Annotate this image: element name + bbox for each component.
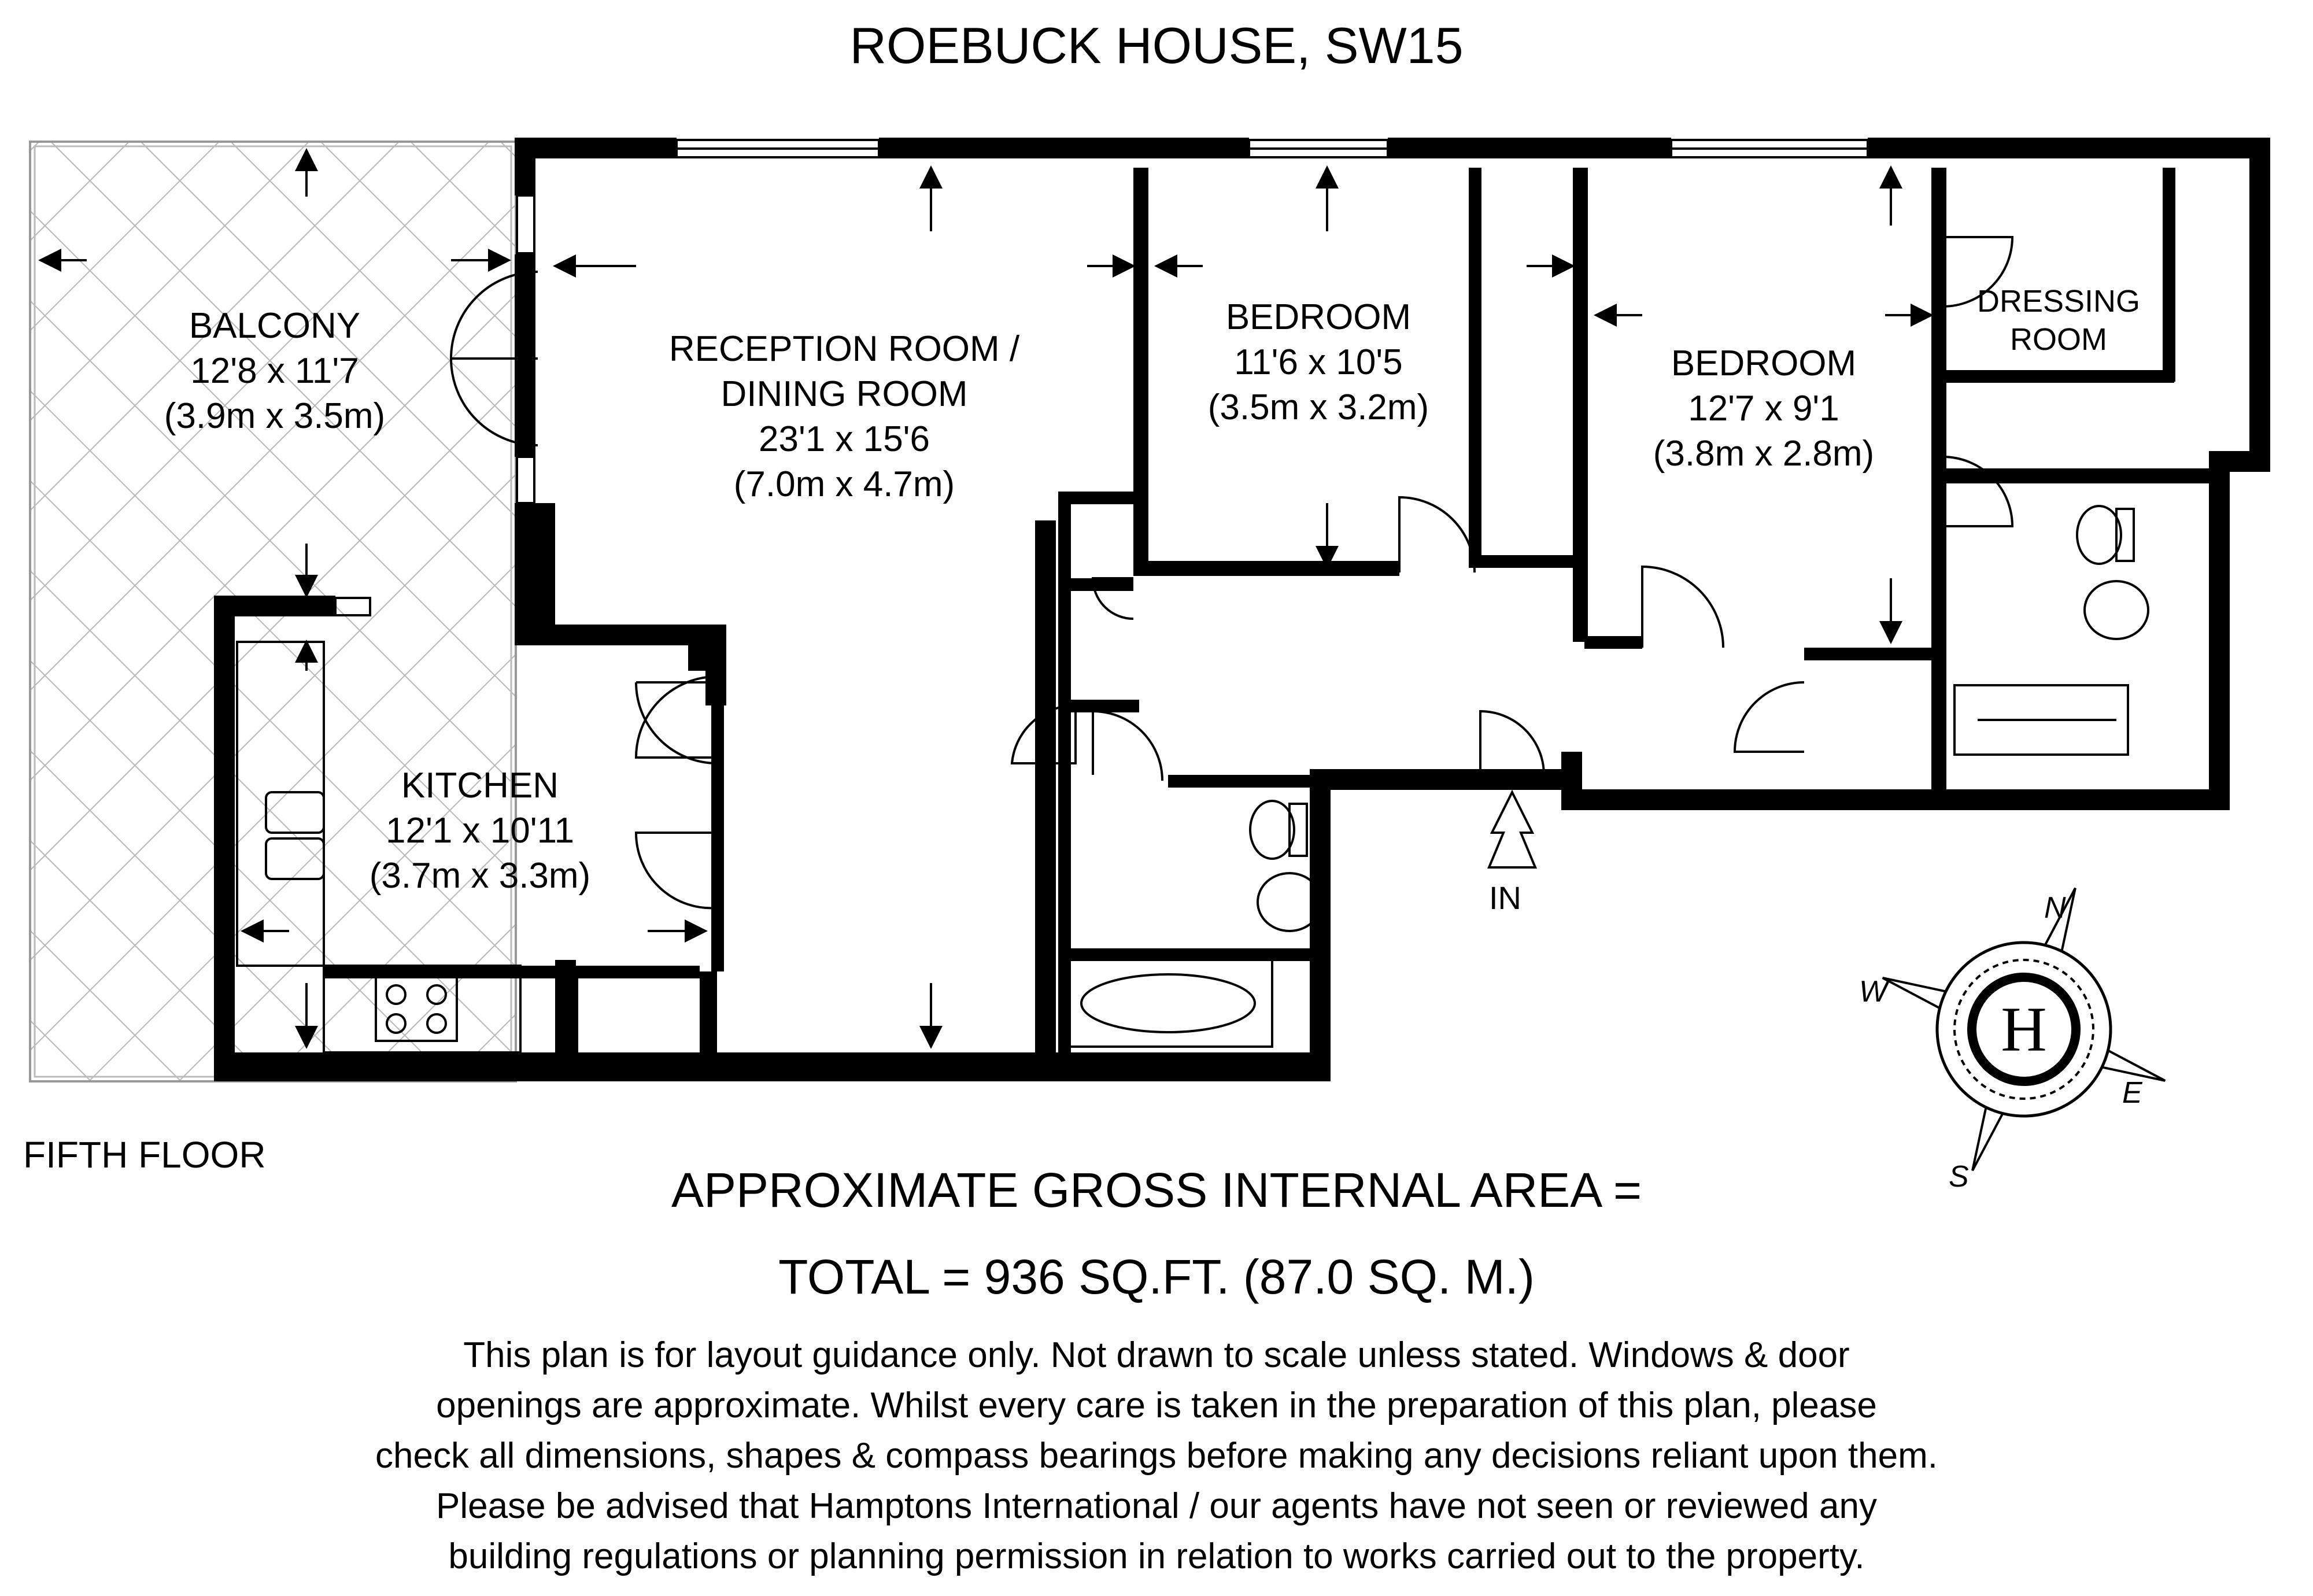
doors (449, 236, 2014, 910)
room-balcony-label: BALCONY 12'8 x 11'7 (3.9m x 3.5m) (147, 304, 402, 439)
room-kitchen-metric: (3.7m x 3.3m) (369, 856, 591, 896)
interior-walls (324, 168, 2209, 1081)
bathroom-fittings (1063, 505, 2149, 1048)
room-dressing-label: DRESSING ROOM (1954, 282, 2163, 359)
room-balcony-imperial: 12'8 x 11'7 (190, 351, 359, 391)
room-balcony-metric: (3.9m x 3.5m) (164, 396, 386, 436)
area-heading: APPROXIMATE GROSS INTERNAL AREA = (671, 1163, 1642, 1217)
room-bedroom-1-label: BEDROOM 11'6 x 10'5 (3.5m x 3.2m) (1174, 295, 1463, 430)
room-kitchen-label: KITCHEN 12'1 x 10'11 (3.7m x 3.3m) (335, 763, 625, 899)
room-reception-name-1: RECEPTION ROOM / (668, 329, 1020, 369)
room-kitchen-imperial: 12'1 x 10'11 (386, 811, 574, 851)
windows (215, 139, 1869, 967)
compass-west-label: W (1859, 975, 1888, 1008)
room-balcony-name: BALCONY (189, 306, 361, 346)
room-reception-metric: (7.0m x 4.7m) (733, 464, 955, 504)
compass-rose-icon (1882, 887, 2166, 1172)
room-bedroom-2-name: BEDROOM (1671, 343, 1857, 383)
room-bedroom-2-label: BEDROOM 12'7 x 9'1 (3.8m x 2.8m) (1619, 341, 1908, 476)
disclaimer-line: check all dimensions, shapes & compass b… (375, 1436, 1938, 1476)
compass-logo: H (2001, 994, 2047, 1065)
entrance-arrow-icon (1487, 789, 1537, 869)
disclaimer-line: Please be advised that Hamptons Internat… (436, 1486, 1877, 1526)
area-total: TOTAL = 936 SQ.FT. (87.0 SQ. M.) (778, 1250, 1535, 1304)
compass-south-label: S (1949, 1160, 1969, 1194)
room-reception-name-2: DINING ROOM (720, 374, 968, 414)
outer-walls (214, 138, 2270, 1081)
room-bedroom-1-imperial: 11'6 x 10'5 (1234, 342, 1403, 382)
room-bedroom-2-metric: (3.8m x 2.8m) (1653, 434, 1875, 474)
compass-north-label: N (2044, 891, 2066, 925)
compass-east-label: E (2122, 1076, 2142, 1110)
room-bedroom-1-metric: (3.5m x 3.2m) (1207, 387, 1429, 427)
room-bedroom-2-imperial: 12'7 x 9'1 (1688, 389, 1839, 428)
room-dressing-name-2: ROOM (2010, 322, 2107, 357)
dimension-arrows (38, 148, 1934, 1049)
room-bedroom-1-name: BEDROOM (1225, 297, 1412, 337)
room-reception-imperial: 23'1 x 15'6 (758, 419, 930, 459)
room-reception-label: RECEPTION ROOM / DINING ROOM 23'1 x 15'6… (613, 327, 1076, 507)
disclaimer-line: This plan is for layout guidance only. N… (463, 1335, 1850, 1375)
floor-label: FIFTH FLOOR (23, 1134, 266, 1176)
disclaimer: This plan is for layout guidance only. N… (0, 1330, 2313, 1582)
room-dressing-name-1: DRESSING (1976, 284, 2141, 319)
disclaimer-line: building regulations or planning permiss… (448, 1536, 1865, 1576)
entrance-label: IN (1489, 880, 1521, 916)
page-title: ROEBUCK HOUSE, SW15 (849, 17, 1464, 74)
room-kitchen-name: KITCHEN (401, 766, 559, 806)
kitchen-fittings (236, 641, 522, 1054)
disclaimer-line: openings are approximate. Whilst every c… (436, 1386, 1877, 1425)
